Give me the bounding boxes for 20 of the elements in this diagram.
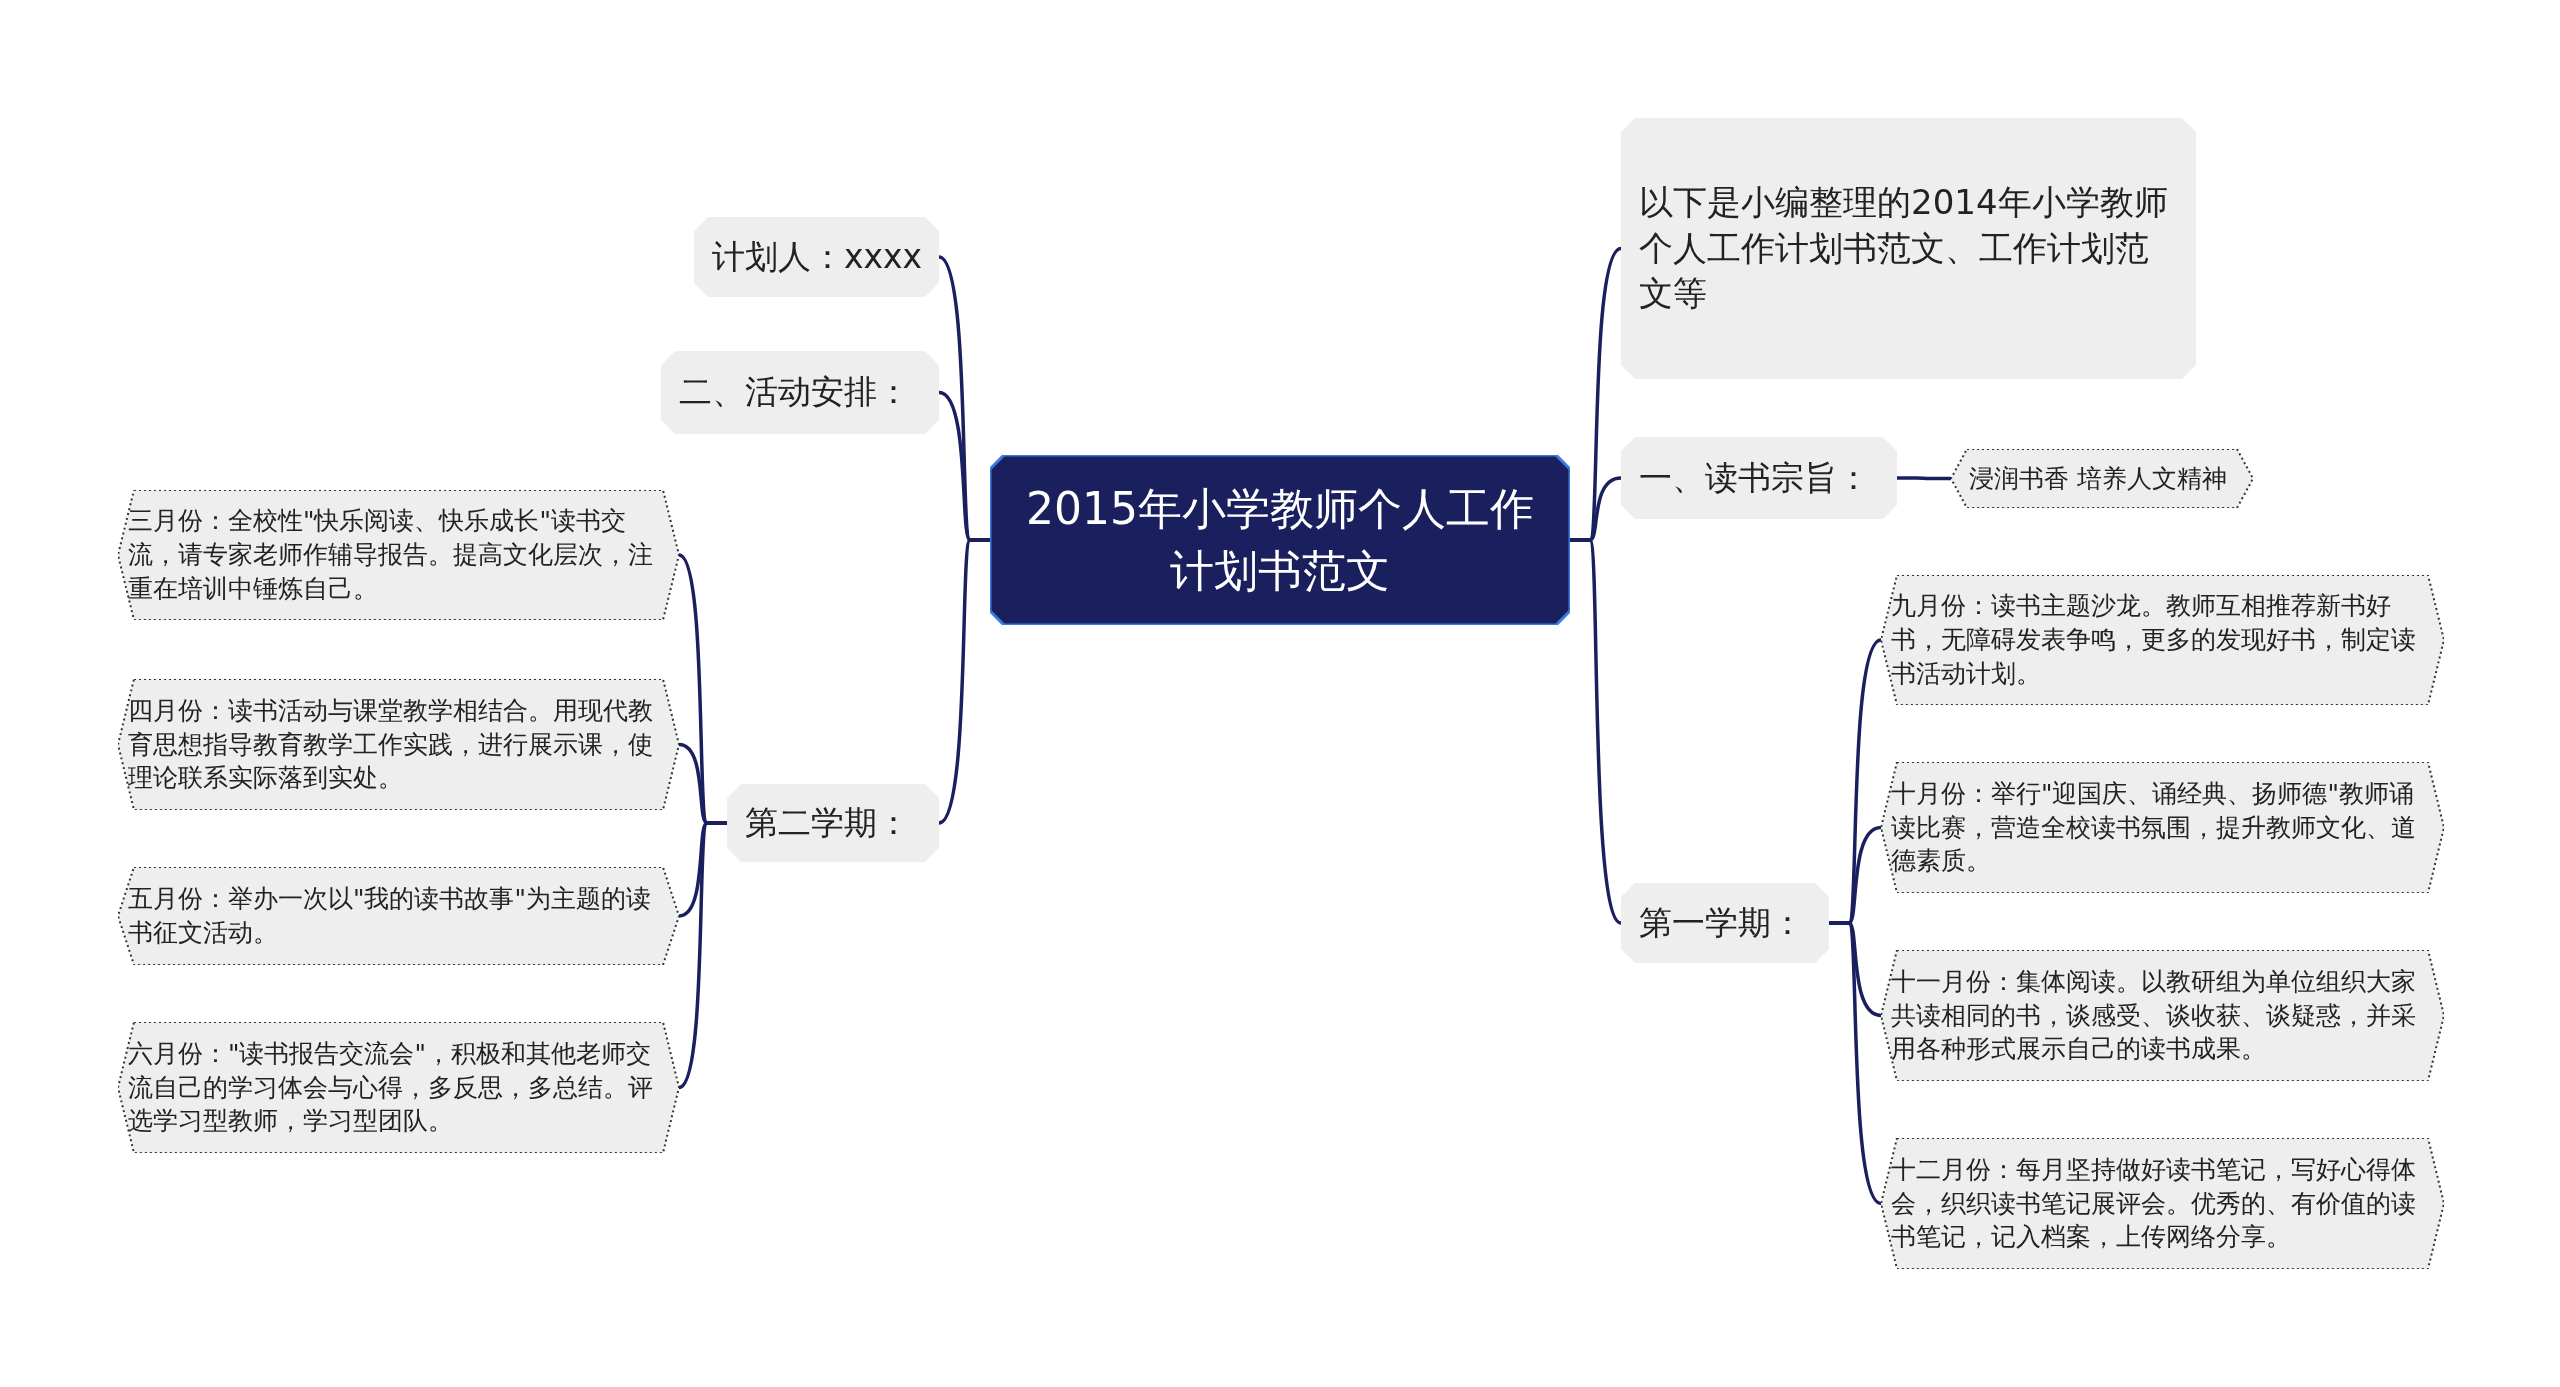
subtopic-box: 十月份：举行"迎国庆、诵经典、扬师德"教师诵读比赛，营造全校读书氛围，提升教师文化、道德素质。: [1881, 762, 2444, 893]
subtopic-box: 五月份：举办一次以"我的读书故事"为主题的读书征文活动。: [118, 867, 679, 965]
subtopic-box: 四月份：读书活动与课堂教学相结合。用现代教育思想指导教育教学工作实践，进行展示课，使理论联系实际落到实处。: [118, 679, 679, 810]
subtopic-box: 浸润书香 培养人文精神: [1951, 449, 2253, 508]
topic-box: 二、活动安排：: [661, 351, 939, 434]
subtopic-box: 十二月份：每月坚持做好读书笔记，写好心得体会，织织读书笔记展评会。优秀的、有价值的读书笔记，记入档案，上传网络分享。: [1881, 1138, 2444, 1269]
subtopic-box: 六月份："读书报告交流会"，积极和其他老师交流自己的学习体会与心得，多反思，多总结。评选学习型教师，学习型团队。: [118, 1022, 679, 1153]
subtopic-box: 十一月份：集体阅读。以教研组为单位组织大家共读相同的书，谈感受、谈收获、谈疑惑，并采用各种形式展示自己的读书成果。: [1881, 950, 2444, 1081]
topic-box: 第一学期：: [1621, 883, 1829, 963]
connector-line: [1897, 476, 1951, 481]
connector-line: [1570, 538, 1623, 925]
central-topic-box: 2015年小学教师个人工作计划书范文: [990, 455, 1570, 625]
note-box: 以下是小编整理的2014年小学教师个人工作计划书范文、工作计划范文等: [1621, 118, 2196, 379]
subtopic-box: 九月份：读书主题沙龙。教师互相推荐新书好书，无障碍发表争鸣，更多的发现好书，制定读书活动计划。: [1881, 575, 2444, 705]
topic-box: 一、读书宗旨：: [1621, 437, 1897, 519]
subtopic-box: 三月份：全校性"快乐阅读、快乐成长"读书交流，请专家老师作辅导报告。提高文化层次，注重在培训中锤炼自己。: [118, 490, 679, 620]
topic-box: 计划人：xxxx: [694, 217, 939, 297]
connector-line: [1829, 921, 1883, 1205]
connector-line: [677, 821, 727, 1089]
topic-box: 第二学期：: [727, 784, 939, 862]
